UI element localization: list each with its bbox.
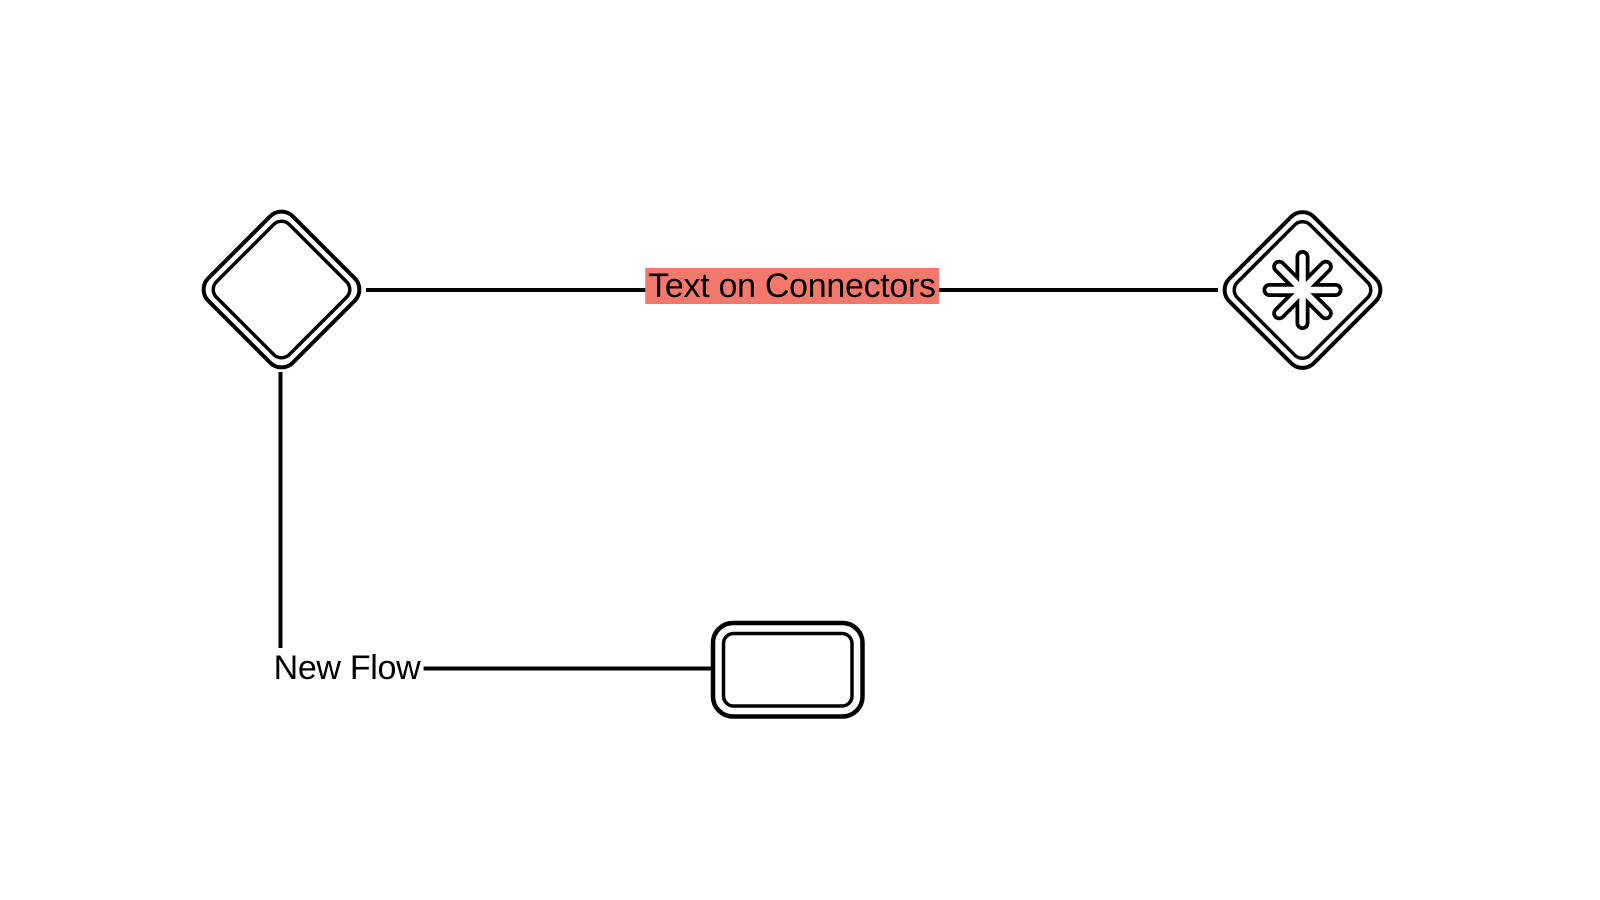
connector-label-new-flow[interactable]: New Flow	[270, 648, 424, 688]
asterisk-icon	[1262, 250, 1343, 330]
connector-label-text-on-connectors[interactable]: Text on Connectors	[645, 268, 939, 304]
node-task-rectangle[interactable]	[710, 620, 865, 719]
rectangle-inner-outline	[721, 631, 854, 708]
connector-gateway-to-task[interactable]	[278, 372, 714, 671]
diamond-inner-outline	[211, 219, 352, 360]
node-gateway-diamond[interactable]	[197, 205, 366, 374]
